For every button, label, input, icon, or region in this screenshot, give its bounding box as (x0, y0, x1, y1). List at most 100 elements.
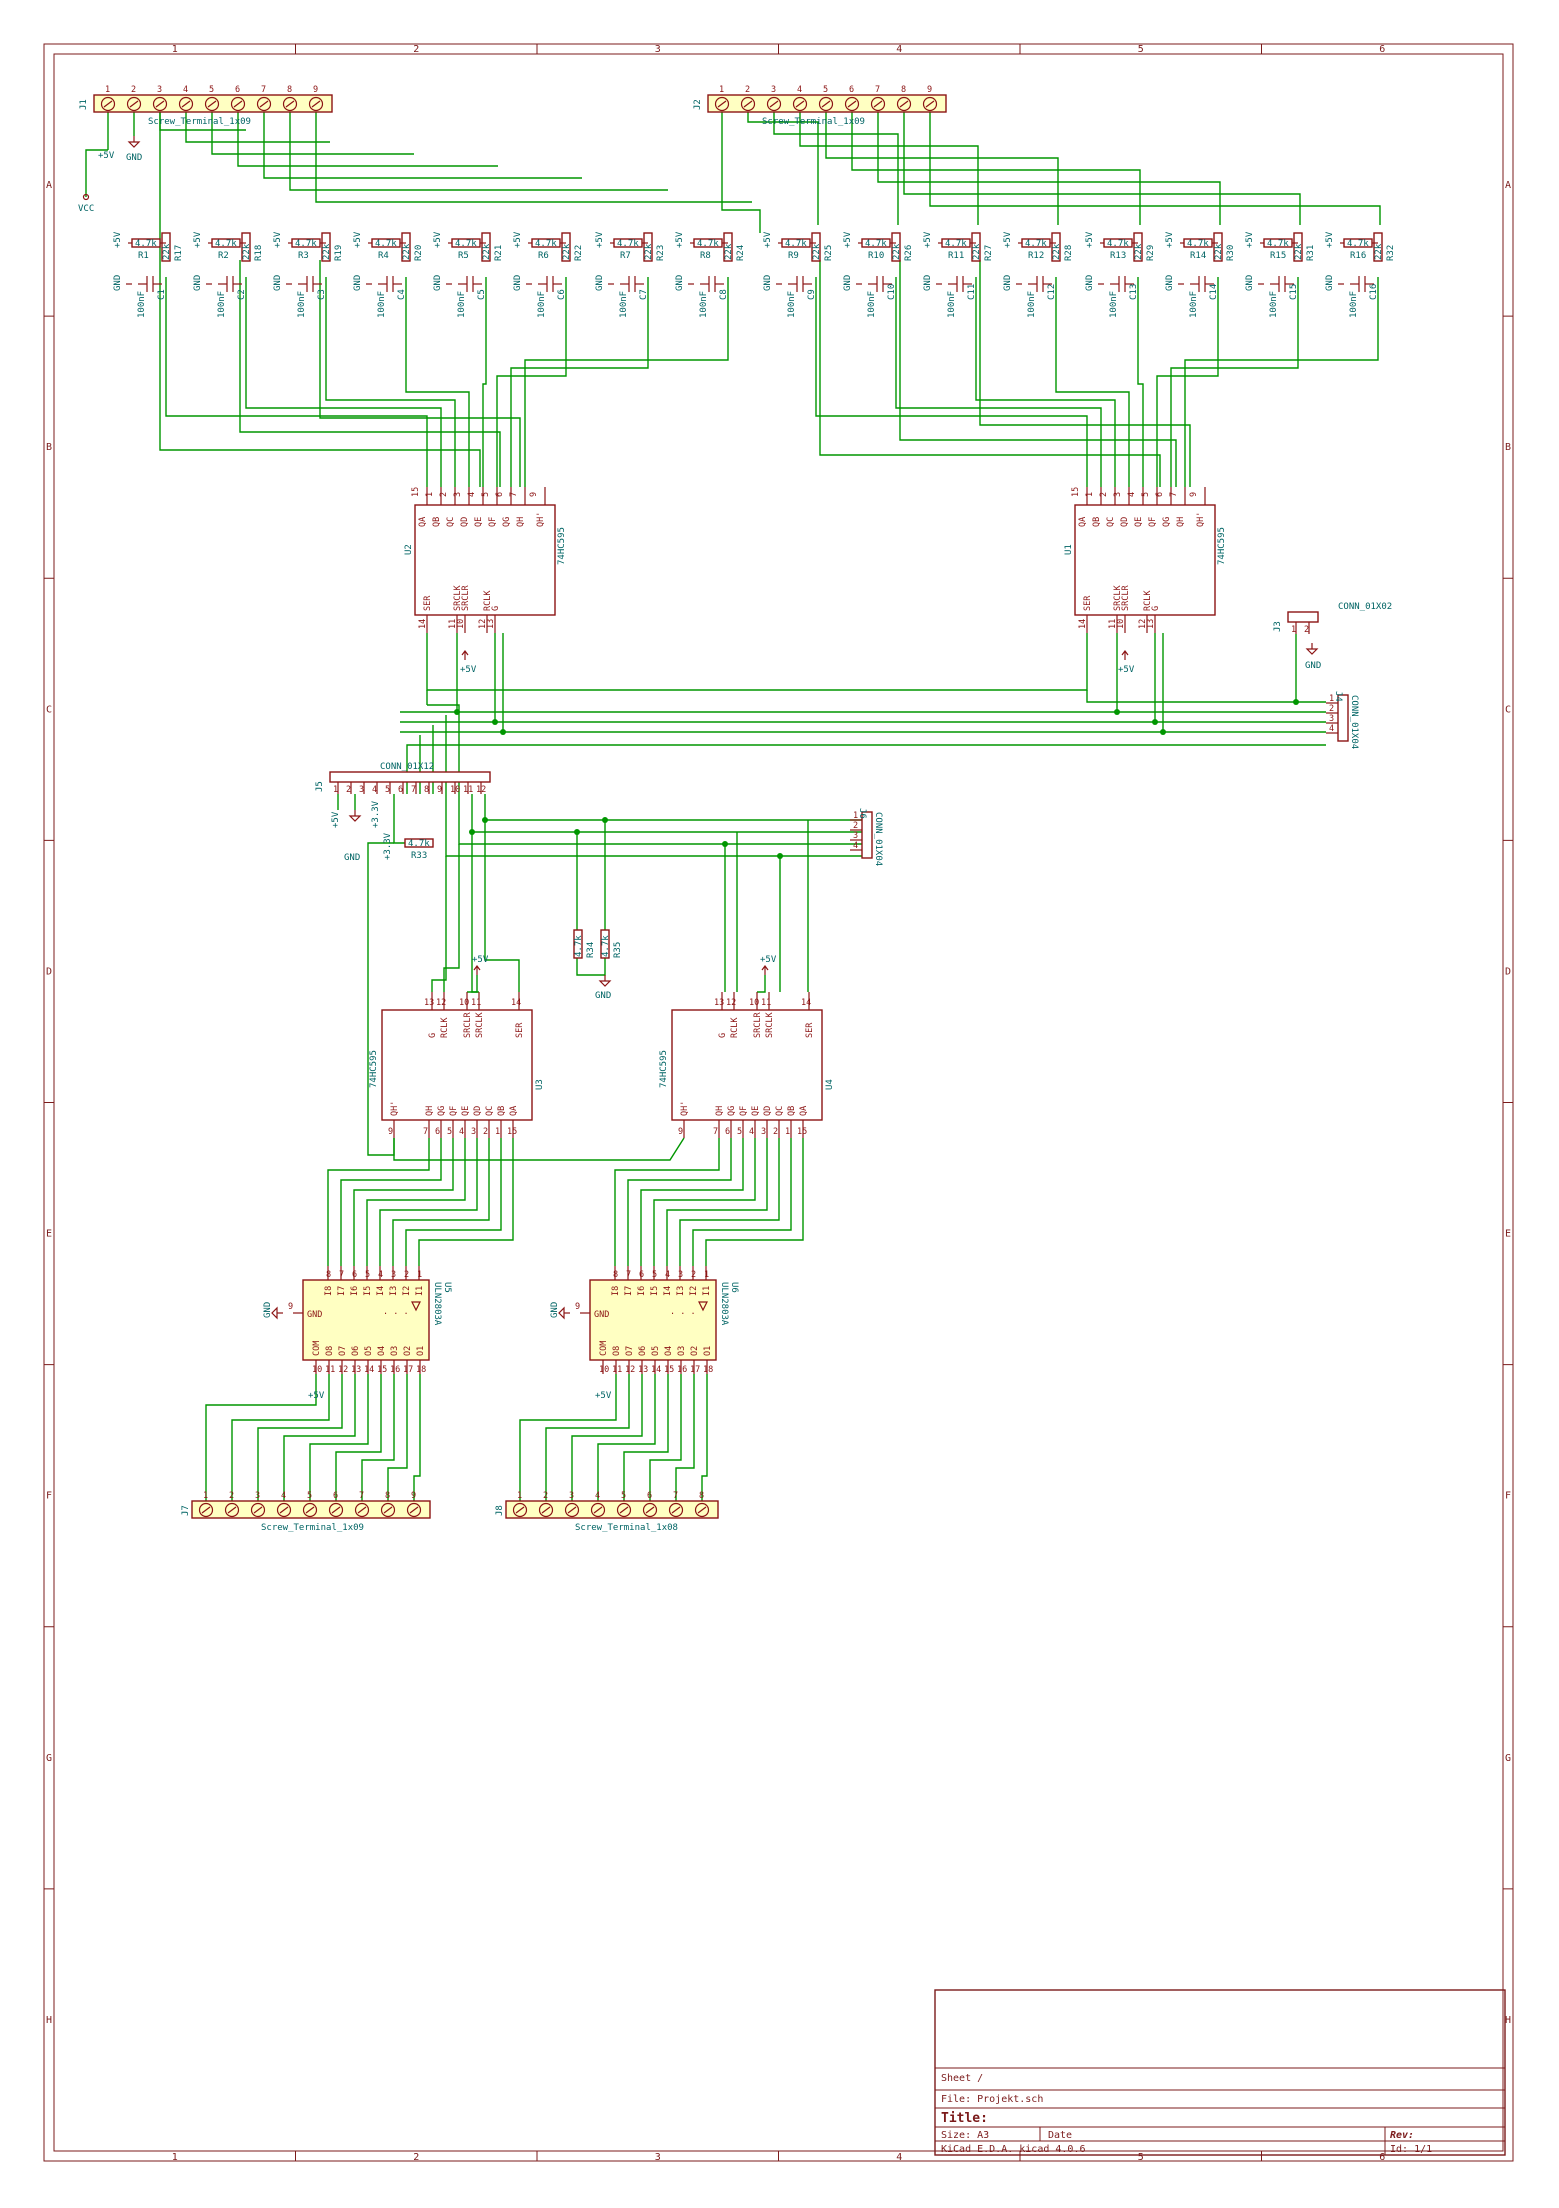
power-label-5v: +5V (472, 955, 489, 965)
resistor-value: 22k (242, 243, 252, 260)
screw-slot (279, 1506, 289, 1514)
ic-pin-number: 4 (467, 492, 477, 497)
wire (705, 1138, 804, 1266)
cap-ref: C11 (967, 284, 977, 300)
screw-slot (253, 1506, 263, 1514)
ic-pin-name: QG (1162, 517, 1172, 527)
resistor-body (811, 232, 821, 262)
pin-number: 2 (229, 1491, 234, 1501)
pin-number: 12 (476, 785, 486, 795)
resistor-body (573, 929, 583, 959)
screw-terminal-pin (766, 96, 782, 112)
screw-slot (697, 1506, 707, 1514)
ic-pin-number: 8 (613, 1270, 618, 1280)
wire (929, 112, 1381, 225)
wire (335, 1374, 382, 1502)
power-label-5v: +5V (113, 231, 123, 248)
wire (979, 260, 1191, 487)
pin-number: 1 (1329, 694, 1334, 704)
power-label-5v: +5V (1118, 665, 1135, 675)
ic-pin-name: G (491, 606, 501, 611)
pin-number: 5 (307, 1491, 312, 1501)
resistor-body (481, 232, 491, 262)
ic-pin-number: 13 (638, 1365, 648, 1375)
ic-pin-name: QH (425, 1106, 435, 1116)
frame-col-label: 6 (1379, 2152, 1385, 2163)
gnd-label: GND (113, 275, 123, 291)
resistor-ref: R21 (494, 245, 504, 261)
cap-ref: C14 (1209, 284, 1219, 300)
screw-slot (259, 100, 269, 108)
pin-number: 11 (463, 785, 473, 795)
power-label-3v3: +3.3V (383, 832, 393, 860)
pin-number: 1 (517, 1491, 522, 1501)
gnd-label: GND (550, 1302, 560, 1318)
ic-pin-name: SRCLK (1113, 585, 1123, 611)
power-arrow (473, 965, 481, 971)
wire (85, 149, 108, 197)
gnd-label: GND (513, 275, 523, 291)
resistor-value: 4.7k (535, 239, 557, 249)
ic-pin-number: 6 (495, 492, 505, 497)
header-ref: J4 (1333, 691, 1343, 702)
resistor-ref: R31 (1306, 245, 1316, 261)
power-label-5v: +5V (595, 231, 605, 248)
ic-pin-number: 17 (690, 1365, 700, 1375)
gnd-label: GND (353, 275, 363, 291)
pin-number: 2 (543, 1491, 548, 1501)
wire (393, 1137, 685, 1161)
cap-value: 100nF (619, 291, 629, 318)
ic-pin-name: SER (1083, 595, 1093, 611)
ic-pin-name: G (428, 1033, 438, 1038)
pin-number: 2 (745, 85, 750, 95)
wire (245, 277, 442, 487)
ic-pin-name: QE (461, 1106, 471, 1116)
screw-terminal-pin (230, 96, 246, 112)
ic-pin-name: I8 (324, 1286, 334, 1296)
ic-pin-number: 18 (416, 1365, 426, 1375)
ic-pin-number: 1 (785, 1127, 790, 1137)
ic-pin-number: 3 (761, 1127, 766, 1137)
cap-ref: C3 (317, 289, 327, 300)
wire (327, 1138, 430, 1266)
cap-value: 100nF (867, 291, 877, 318)
resistor-ref: R17 (174, 245, 184, 261)
ic-pin-number: 2 (773, 1127, 778, 1137)
junction (492, 719, 498, 725)
ic-pin-number: 11 (1108, 619, 1118, 629)
screw-slot (233, 100, 243, 108)
ic-value: ULN2803A (719, 1282, 729, 1326)
screw-slot (103, 100, 113, 108)
ic-pin-name: QA (509, 1106, 519, 1116)
frame-row-label: F (46, 1491, 52, 1502)
cap-ref: C4 (397, 289, 407, 300)
pin-number: 1 (853, 811, 858, 821)
ic-pin-number: 6 (435, 1127, 440, 1137)
ic-pin-name: I3 (389, 1286, 399, 1296)
ic-74hc595-body (1074, 504, 1216, 616)
frame-row-label: B (46, 442, 52, 453)
ic-pin-number: 14 (511, 998, 521, 1008)
gnd-symbol (1305, 643, 1319, 655)
wire (877, 112, 1221, 225)
pin-number: 3 (771, 85, 776, 95)
ic-pin-number: 9 (529, 492, 539, 497)
ic-uln2803a-body (589, 1279, 717, 1361)
wire (484, 794, 862, 821)
terminal-value: Screw_Terminal_1x09 (762, 117, 865, 127)
ic-pin-number: 10 (459, 998, 469, 1008)
screw-terminal-pin (126, 96, 142, 112)
ic-74hc595-body (671, 1009, 823, 1121)
pin-number: 9 (437, 785, 442, 795)
junction (500, 729, 506, 735)
wire (1170, 277, 1299, 487)
power-label-5v: +5V (1085, 231, 1095, 248)
ic-pin-name: QC (485, 1106, 495, 1116)
ic-pin-name: GND (594, 1310, 609, 1320)
ic-pin-number: 2 (439, 492, 449, 497)
gnd-label: GND (595, 275, 605, 291)
resistor-value: 4.7k (697, 239, 719, 249)
junction (1114, 709, 1120, 715)
cap-ref: C6 (557, 289, 567, 300)
ic-pin-name: QH' (536, 512, 546, 527)
